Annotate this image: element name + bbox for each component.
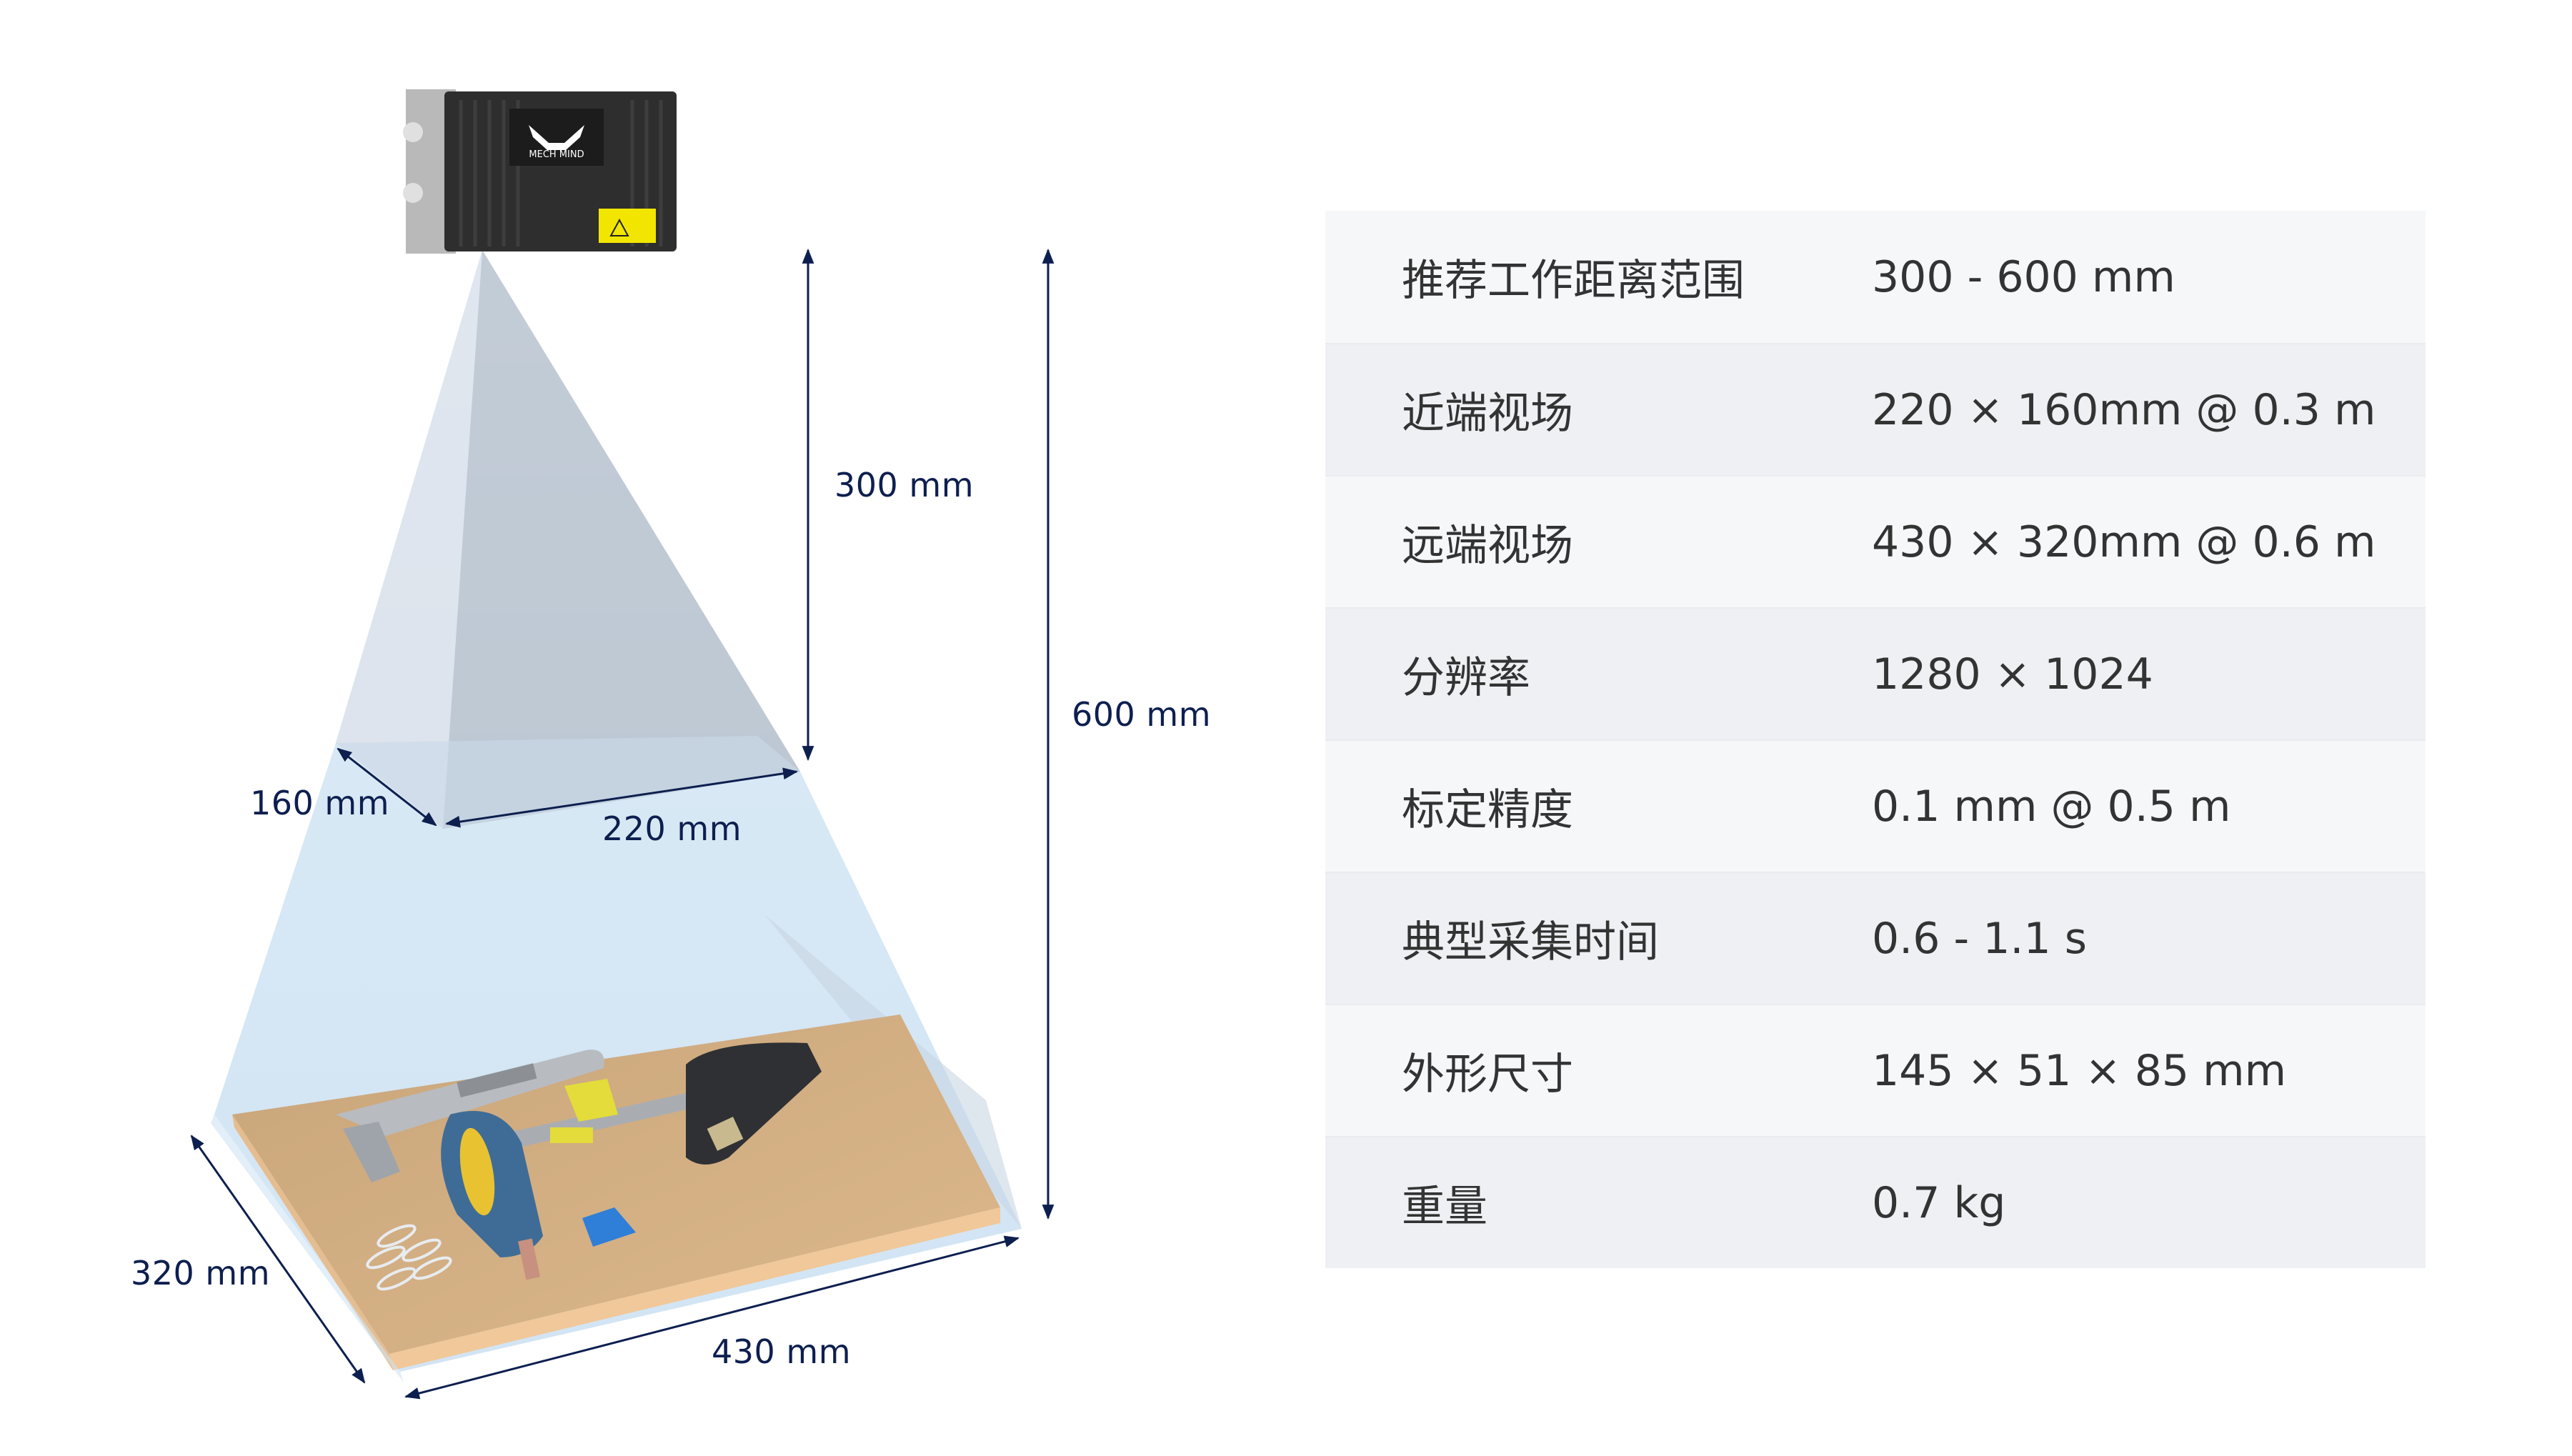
near-depth-line [337, 747, 437, 827]
far-distance-label: 600 mm [1072, 695, 1212, 734]
dimension-lines [190, 248, 1055, 1400]
spec-row-weight: 重量 0.7 kg [1325, 1136, 2426, 1268]
spec-label: 重量 [1402, 1182, 1487, 1232]
work-objects [336, 1042, 822, 1291]
camera-device: MECH MIND [403, 89, 677, 254]
spec-label: 推荐工作距离范围 [1402, 256, 1745, 306]
spec-row-resolution: 分辨率 1280 × 1024 [1325, 607, 2426, 739]
spec-value: 220 × 160mm @ 0.3 m [1872, 384, 2376, 435]
spec-row-calibration-accuracy: 标定精度 0.1 mm @ 0.5 m [1325, 739, 2426, 872]
near-width-line [444, 767, 799, 828]
spec-row-acquisition-time: 典型采集时间 0.6 - 1.1 s [1325, 872, 2426, 1004]
far-depth-label: 320 mm [131, 1254, 271, 1292]
spec-label: 典型采集时间 [1402, 917, 1659, 967]
spec-label: 外形尺寸 [1402, 1049, 1573, 1100]
fov-illustration: MECH MIND [190, 89, 1055, 1400]
spec-value: 300 - 600 mm [1872, 251, 2175, 302]
near-distance-label: 300 mm [834, 466, 975, 504]
spec-value: 430 × 320mm @ 0.6 m [1872, 517, 2376, 567]
spec-label: 标定精度 [1402, 785, 1573, 835]
spec-row-dimensions: 外形尺寸 145 × 51 × 85 mm [1325, 1004, 2426, 1136]
spec-row-working-distance: 推荐工作距离范围 300 - 600 mm [1325, 211, 2426, 343]
spec-table: 推荐工作距离范围 300 - 600 mm 近端视场 220 × 160mm @… [1325, 211, 2426, 1268]
spec-value: 1280 × 1024 [1872, 649, 2153, 699]
near-depth-label: 160 mm [250, 784, 390, 822]
spec-value: 0.6 - 1.1 s [1872, 913, 2087, 964]
spec-label: 远端视场 [1402, 521, 1573, 571]
brand-logo-text: MECH MIND [529, 149, 584, 160]
far-depth-line [190, 1135, 366, 1384]
far-width-line [404, 1235, 1020, 1400]
spec-value: 0.7 kg [1872, 1177, 2006, 1228]
spec-row-far-fov: 远端视场 430 × 320mm @ 0.6 m [1325, 475, 2426, 607]
spec-value: 0.1 mm @ 0.5 m [1872, 781, 2231, 832]
near-fov-pyramid [336, 250, 800, 829]
near-width-label: 220 mm [602, 809, 742, 848]
spec-label: 近端视场 [1402, 389, 1573, 439]
spec-label: 分辨率 [1402, 653, 1530, 703]
far-width-label: 430 mm [712, 1332, 852, 1371]
fov-diagram: MECH MIND 300 mm 600 mm 160 mm 220 mm 32… [131, 89, 1212, 1400]
spec-value: 145 × 51 × 85 mm [1872, 1045, 2287, 1096]
spec-row-near-fov: 近端视场 220 × 160mm @ 0.3 m [1325, 343, 2426, 475]
